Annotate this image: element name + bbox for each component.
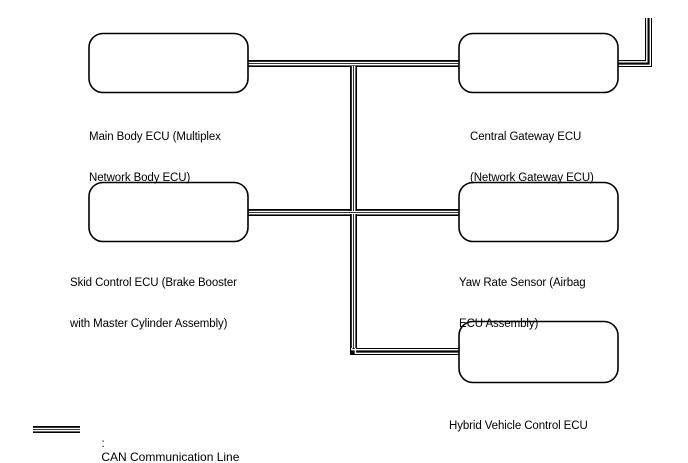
can-tee-junction-top [248,60,459,72]
label-yaw-rate-sensor-line2: ECU Assembly) [459,317,539,330]
label-yaw-rate-sensor: Yaw Rate Sensor (Airbag ECU Assembly) [459,250,586,358]
label-main-body-ecu-line2: Network Body ECU) [89,171,191,184]
label-central-gateway-ecu: Central Gateway ECU (Network Gateway ECU… [470,104,594,212]
can-line-gateway-uplink [618,18,652,67]
legend-can-line-symbol [33,426,80,433]
can-line-bottom-branch [350,348,459,355]
ecu-boxes [88,32,619,384]
ecu-box-skid-control[interactable] [88,181,249,243]
ecu-box-central-gateway[interactable] [458,32,619,94]
legend-separator: : [101,436,105,450]
label-skid-control-ecu-line2: with Master Cylinder Assembly) [70,317,228,330]
ecu-box-main-body[interactable] [88,32,249,94]
label-yaw-rate-sensor-line1: Yaw Rate Sensor (Airbag [459,277,586,289]
label-main-body-ecu: Main Body ECU (Multiplex Network Body EC… [89,104,221,212]
ecu-box-hybrid-vehicle-control[interactable] [458,320,619,384]
label-main-body-ecu-line1: Main Body ECU (Multiplex [89,131,221,143]
label-skid-control-ecu-line1: Skid Control ECU (Brake Booster [70,277,237,289]
label-hybrid-vehicle-control-ecu: Hybrid Vehicle Control ECU [449,393,588,461]
can-bus-lines [248,18,652,355]
label-skid-control-ecu: Skid Control ECU (Brake Booster with Mas… [70,250,237,358]
legend-text-block: : CAN Communication Line [88,422,239,463]
ecu-box-yaw-rate-sensor[interactable] [458,181,619,243]
label-central-gateway-ecu-line1: Central Gateway ECU [470,131,582,143]
legend-can-line-text: CAN Communication Line [101,450,240,463]
can-cross-junction-middle [346,205,461,222]
label-hybrid-vehicle-control-ecu-line1: Hybrid Vehicle Control ECU [449,420,588,432]
label-central-gateway-ecu-line2: (Network Gateway ECU) [470,171,594,184]
